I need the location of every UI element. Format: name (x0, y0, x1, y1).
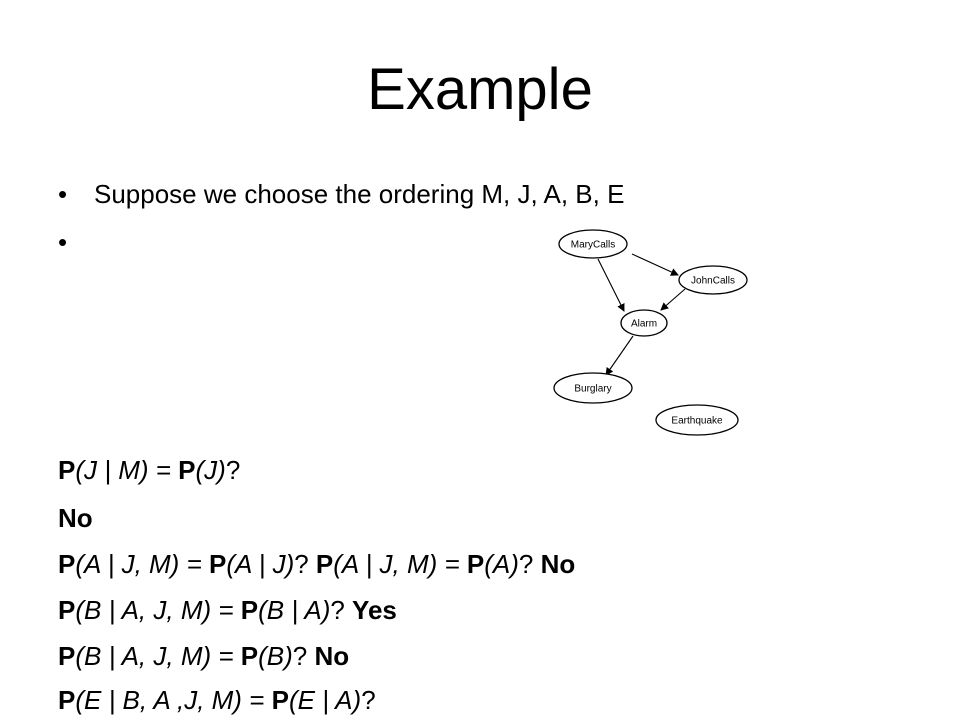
node-label-earthquake: Earthquake (671, 416, 723, 427)
answer-line-1: No (58, 502, 93, 534)
question-line-4: P(B | A, J, M) = P(B)? No (58, 640, 349, 672)
prob-symbol: P (466, 549, 485, 579)
edge-alarm-burglary (605, 335, 634, 376)
bayes-network-diagram: MaryCalls JohnCalls Alarm Burglary Earth… (553, 229, 748, 436)
answer-text: No (58, 503, 93, 533)
node-marycalls: MaryCalls (558, 229, 628, 259)
prob-expression: (B | A) (258, 595, 331, 625)
prob-expression: (B) (258, 641, 293, 671)
question-line-1: P(J | M) = P(J)? (58, 454, 240, 486)
question-mark: ? (330, 595, 353, 625)
question-mark: ? (518, 549, 541, 579)
prob-symbol: P (240, 641, 259, 671)
edge-marycalls-johncalls (631, 253, 679, 276)
prob-symbol: P (58, 549, 76, 579)
question-mark: ? (225, 455, 241, 485)
edge-johncalls-alarm (660, 288, 686, 311)
node-johncalls: JohnCalls (678, 265, 748, 295)
question-mark: ? (294, 549, 316, 579)
node-label-johncalls: JohnCalls (691, 276, 735, 287)
node-label-marycalls: MaryCalls (571, 240, 615, 251)
prob-symbol: P (58, 455, 76, 485)
answer-text: No (540, 549, 576, 579)
prob-expression: (B | A, J, M) = (75, 595, 241, 625)
prob-symbol: P (58, 685, 76, 715)
prob-expression: (A | J, M) = (75, 549, 209, 579)
bullet-marker: • (58, 179, 68, 209)
prob-symbol: P (240, 595, 259, 625)
bullet-text: Suppose we choose the ordering M, J, A, … (94, 179, 625, 209)
prob-expression: (E | B, A ,J, M) = (75, 685, 272, 715)
question-line-3: P(B | A, J, M) = P(B | A)? Yes (58, 594, 397, 626)
prob-symbol: P (315, 549, 334, 579)
prob-expression: (E | A) (288, 685, 362, 715)
node-alarm: Alarm (620, 309, 668, 337)
answer-text: Yes (352, 595, 397, 625)
bullet-marker: • (58, 227, 68, 257)
question-mark: ? (292, 641, 315, 671)
node-label-alarm: Alarm (631, 319, 657, 330)
node-burglary: Burglary (553, 372, 633, 404)
prob-symbol: P (208, 549, 227, 579)
question-line-2: P(A | J, M) = P(A | J)? P(A | J, M) = P(… (58, 548, 575, 580)
prob-symbol: P (58, 595, 76, 625)
edge-marycalls-alarm (597, 258, 625, 312)
question-line-5: P(E | B, A ,J, M) = P(E | A)? (58, 684, 376, 716)
prob-expression: (J) (195, 455, 226, 485)
prob-symbol: P (178, 455, 196, 485)
node-earthquake: Earthquake (655, 404, 739, 436)
prob-symbol: P (58, 641, 76, 671)
question-mark: ? (361, 685, 376, 715)
prob-expression: (A) (484, 549, 519, 579)
prob-expression: (A | J) (226, 549, 295, 579)
slide-title: Example (367, 57, 593, 122)
prob-symbol: P (271, 685, 289, 715)
prob-expression: (B | A, J, M) = (75, 641, 241, 671)
answer-text: No (314, 641, 350, 671)
prob-expression: (J | M) = (75, 455, 179, 485)
prob-expression: (A | J, M) = (333, 549, 467, 579)
node-label-burglary: Burglary (574, 384, 611, 395)
